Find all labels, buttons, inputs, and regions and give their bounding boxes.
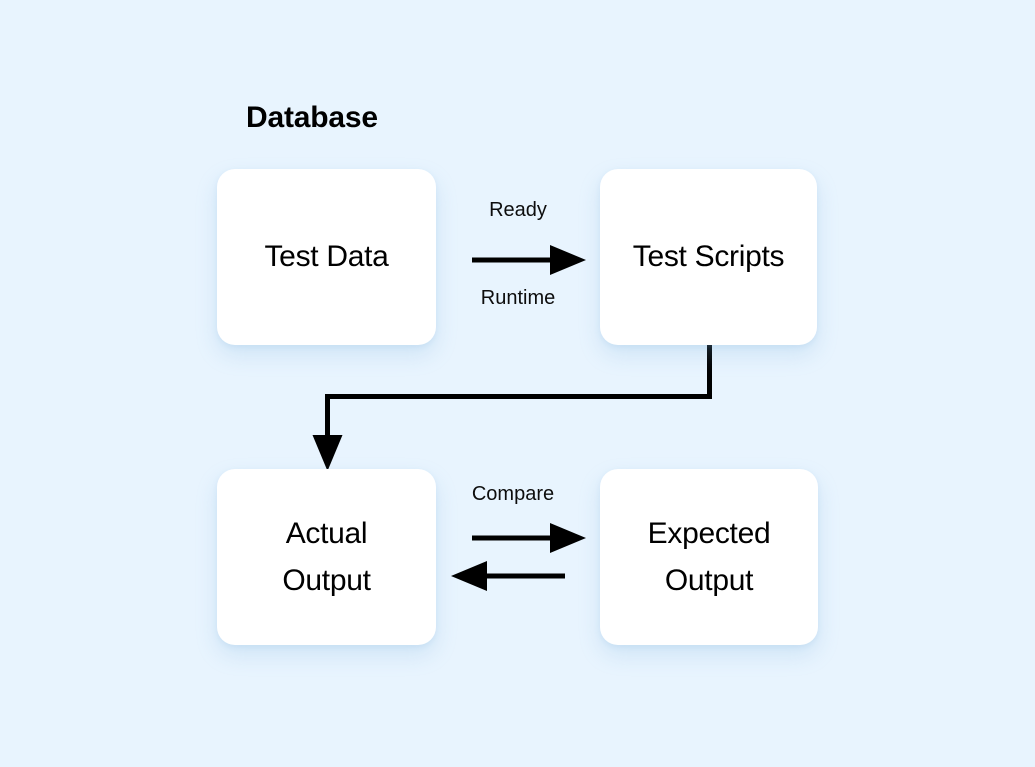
page-title: Database (246, 101, 378, 134)
edge-label-runtime: Runtime (480, 287, 556, 309)
node-test-scripts-label: Test Scripts (632, 240, 785, 274)
node-test-scripts[interactable]: Test Scripts (600, 169, 817, 345)
node-actual-output[interactable]: Actual Output (217, 469, 436, 645)
node-expected-output-label: Expected Output (647, 516, 771, 597)
edge-label-compare: Compare (471, 483, 555, 505)
node-test-data[interactable]: Test Data (217, 169, 436, 345)
edge-flow-connector (312, 345, 712, 471)
node-actual-output-label: Actual Output (282, 516, 371, 597)
node-expected-output[interactable]: Expected Output (600, 469, 818, 645)
node-test-data-label: Test Data (264, 240, 389, 274)
edge-label-ready: Ready (489, 199, 547, 221)
